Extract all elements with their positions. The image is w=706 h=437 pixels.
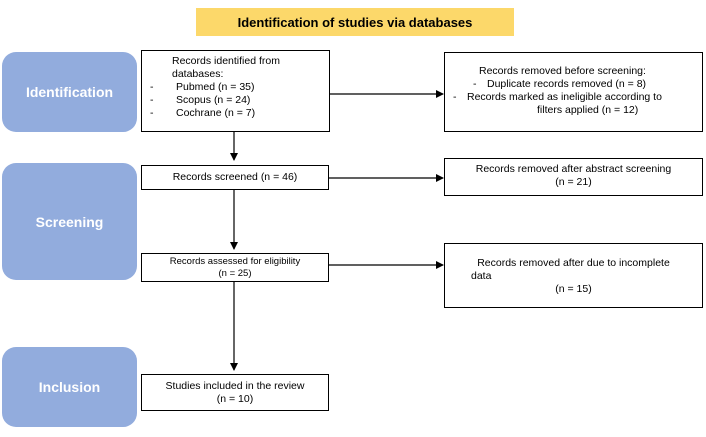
phase-identification: Identification [2,52,137,132]
removed-abstract-line2: (n = 21) [555,176,592,188]
identified-line1: Records identified from [172,55,280,67]
included-line2: (n = 10) [216,393,254,405]
box-removed-before-screening: Records removed before screening: - Dupl… [444,52,703,132]
assessed-line1: Records assessed for eligibility [169,256,301,267]
phase-inclusion: Inclusion [2,347,137,427]
box-records-screened: Records screened (n = 46) [141,165,329,190]
removed-before-item-ineligible: - Records marked as ineligible according… [453,91,662,103]
removed-before-item-duplicates: - Duplicate records removed (n = 8) [473,78,647,90]
box-removed-incomplete: Records removed after due to incomplete … [444,243,703,308]
removed-before-heading: Records removed before screening: [479,65,646,77]
box-studies-included: Studies included in the review (n = 10) [141,374,329,411]
assessed-line2: (n = 25) [218,268,252,279]
removed-abstract-line1: Records removed after abstract screening [475,163,672,175]
diagram-title: Identification of studies via databases [196,8,514,36]
identified-item-pubmed: - Pubmed (n = 35) [150,81,255,93]
removed-incomplete-line3: (n = 15) [555,283,592,295]
identified-item-scopus: - Scopus (n = 24) [150,94,251,106]
identified-item-cochrane: - Cochrane (n = 7) [150,107,256,119]
screened-text: Records screened (n = 46) [172,171,298,183]
phase-screening: Screening [2,163,137,280]
removed-incomplete-line1: Records removed after due to incomplete [477,257,670,269]
identified-line2: databases: [172,68,224,80]
removed-before-item-ineligible-cont: filters applied (n = 12) [537,104,639,116]
box-records-identified: Records identified from databases: - Pub… [141,50,330,132]
included-line1: Studies included in the review [165,380,305,392]
box-removed-abstract: Records removed after abstract screening… [444,158,703,196]
box-records-assessed: Records assessed for eligibility (n = 25… [141,253,329,282]
removed-incomplete-line2: data [471,270,492,282]
